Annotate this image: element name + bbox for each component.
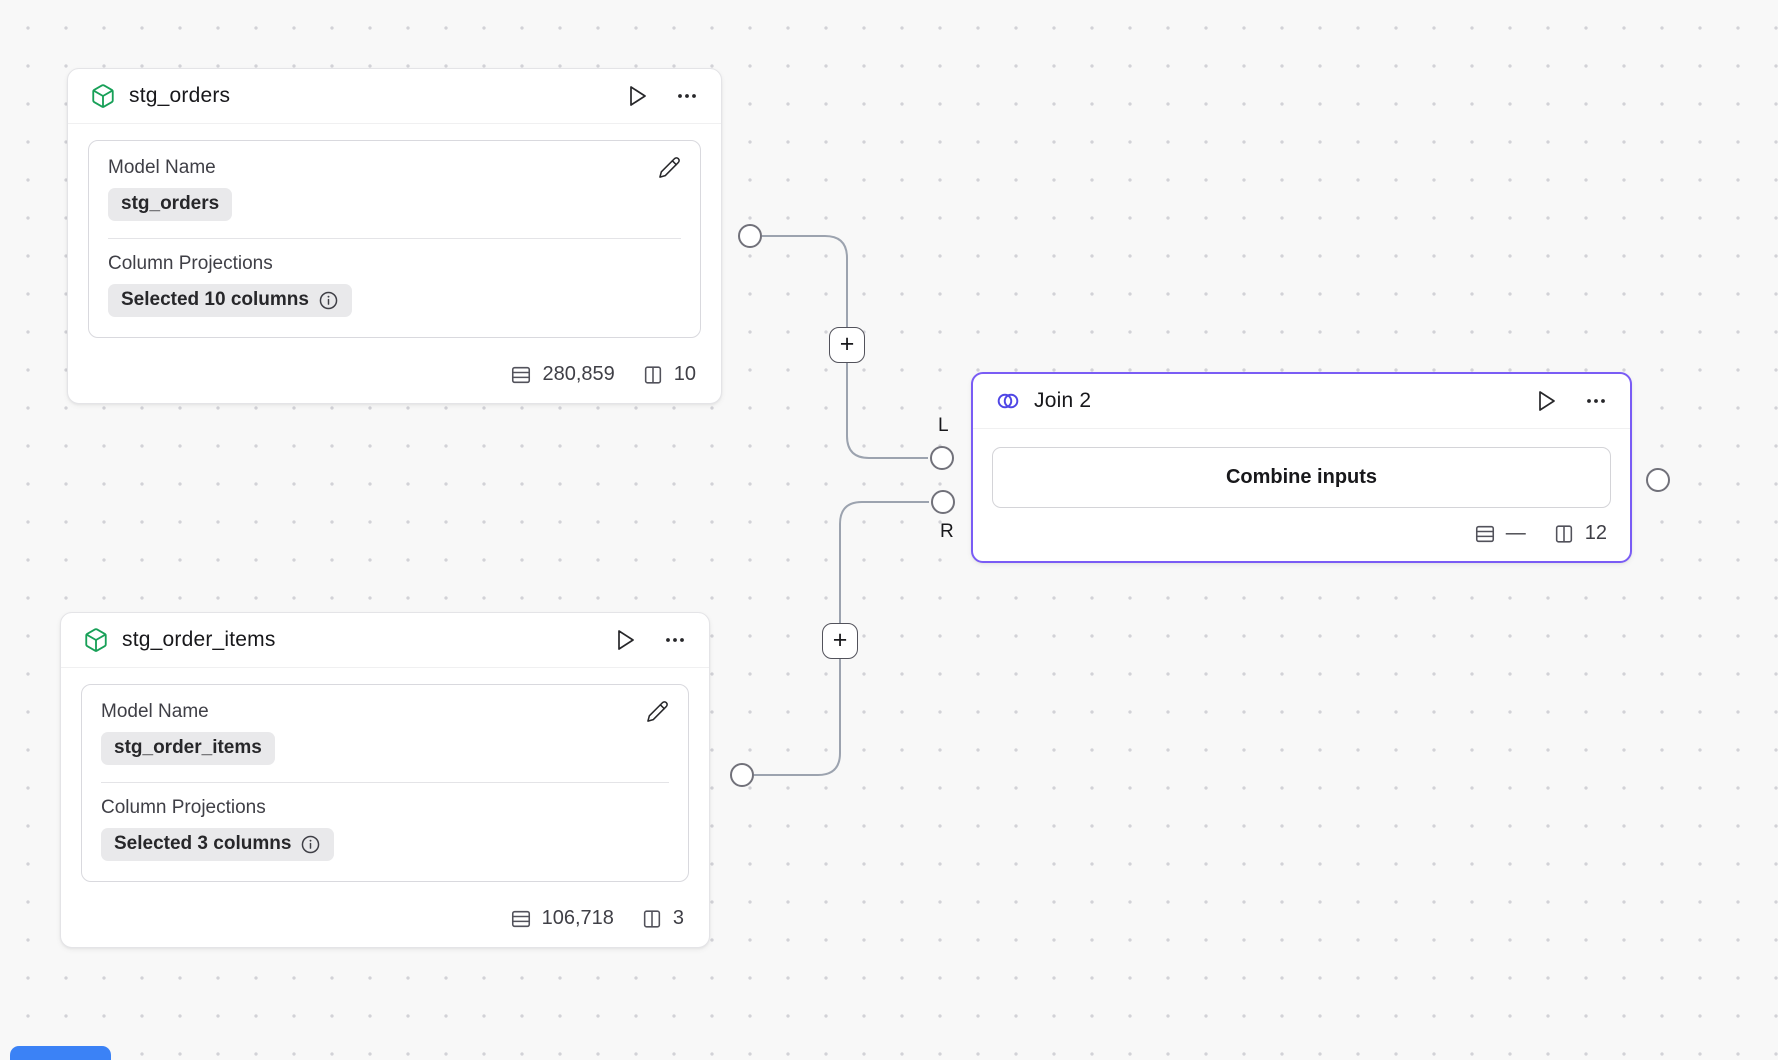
run-node-button[interactable] [625, 84, 649, 108]
node-config-card: Model Name stg_orders Column Projections… [88, 140, 701, 338]
edit-model-name-button[interactable] [658, 156, 681, 179]
output-handle-stg-order-items[interactable] [730, 763, 754, 787]
column-count-stat: 10 [642, 363, 696, 386]
model-name-label: Model Name [108, 156, 216, 178]
model-name-value-pill: stg_orders [108, 188, 233, 221]
run-node-button[interactable] [613, 628, 637, 652]
right-port-label: R [940, 521, 954, 542]
divider [108, 238, 681, 239]
pencil-icon [647, 701, 668, 722]
info-icon[interactable] [318, 290, 339, 311]
output-handle-stg-orders[interactable] [738, 224, 762, 248]
node-title: stg_order_items [122, 628, 276, 651]
play-icon [1539, 391, 1555, 411]
table-columns-icon [644, 365, 661, 384]
input-handle-join-left[interactable] [930, 446, 954, 470]
node-menu-button[interactable] [663, 628, 687, 652]
play-icon [618, 630, 634, 650]
table-rows-icon [511, 910, 530, 927]
node-menu-button[interactable] [675, 84, 699, 108]
play-icon [630, 86, 646, 106]
node-header: stg_order_items [61, 613, 709, 668]
info-icon[interactable] [300, 834, 321, 855]
node-menu-button[interactable] [1584, 389, 1608, 413]
node-stats-footer: 280,859 10 [68, 352, 721, 403]
input-handle-join-right[interactable] [931, 490, 955, 514]
pencil-icon [659, 157, 680, 178]
column-projections-label: Column Projections [101, 797, 266, 818]
row-count-stat: — [1474, 522, 1526, 545]
divider [101, 782, 669, 783]
node-header: Join 2 [973, 374, 1630, 429]
insert-node-on-edge-button-top[interactable]: + [829, 327, 865, 363]
ellipsis-icon [678, 94, 696, 98]
node-stats-footer: — 12 [973, 514, 1630, 561]
model-name-value-pill: stg_order_items [101, 732, 275, 765]
node-stats-footer: 106,718 3 [61, 896, 709, 947]
edit-model-name-button[interactable] [646, 700, 669, 723]
node-join-2[interactable]: Join 2 Combine inputs — 12 [971, 372, 1632, 563]
node-title: Join 2 [1034, 389, 1092, 412]
run-node-button[interactable] [1534, 389, 1558, 413]
node-stg-orders[interactable]: stg_orders Model Name stg_orders Column [67, 68, 722, 404]
column-count-stat: 12 [1553, 522, 1607, 545]
venn-overlap-icon [995, 388, 1021, 414]
column-projections-label: Column Projections [108, 253, 273, 274]
column-projections-pill[interactable]: Selected 3 columns [101, 828, 335, 861]
insert-node-on-edge-button-bottom[interactable]: + [822, 623, 858, 659]
column-count-stat: 3 [641, 907, 684, 930]
column-projections-pill[interactable]: Selected 10 columns [108, 284, 352, 317]
package-cube-icon [90, 83, 116, 109]
row-count-stat: 106,718 [510, 907, 614, 930]
model-name-label: Model Name [101, 700, 209, 722]
table-columns-icon [1555, 524, 1572, 543]
combine-inputs-button[interactable]: Combine inputs [992, 447, 1611, 508]
left-port-label: L [938, 415, 949, 436]
table-rows-icon [512, 366, 531, 383]
table-columns-icon [643, 909, 660, 928]
row-count-stat: 280,859 [510, 363, 615, 386]
node-header: stg_orders [68, 69, 721, 124]
node-title: stg_orders [129, 84, 231, 107]
node-stg-order-items[interactable]: stg_order_items Model Name stg_order_ite… [60, 612, 710, 948]
table-rows-icon [1475, 525, 1494, 542]
node-config-card: Model Name stg_order_items Column Projec… [81, 684, 689, 882]
output-handle-join[interactable] [1646, 468, 1670, 492]
ellipsis-icon [1587, 399, 1605, 403]
ellipsis-icon [666, 638, 684, 642]
package-cube-icon [83, 627, 109, 653]
bottom-left-blue-button[interactable] [10, 1046, 111, 1060]
